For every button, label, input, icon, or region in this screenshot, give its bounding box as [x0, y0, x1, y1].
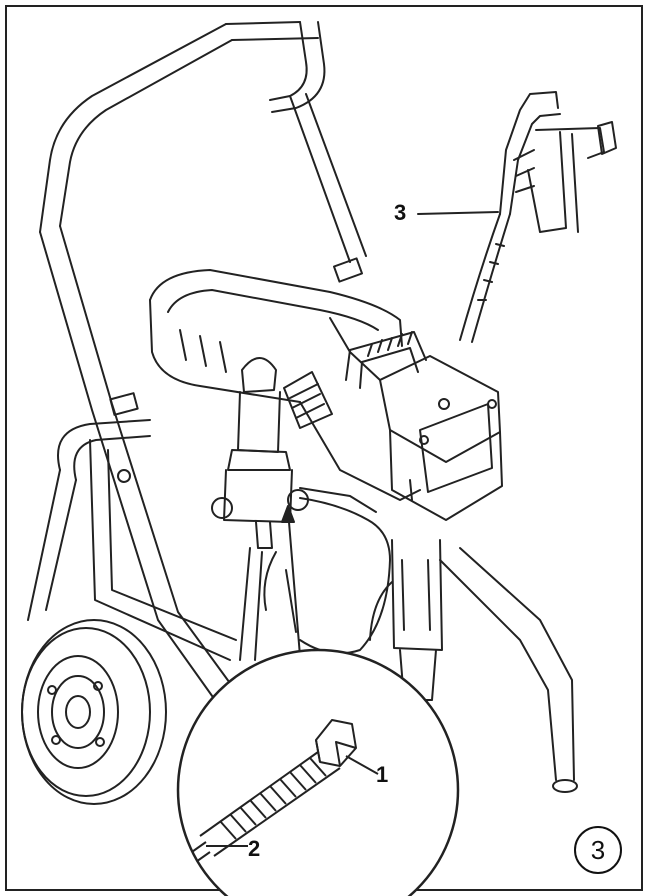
- cart-base-frame: [27, 419, 578, 793]
- callout-label-2: 2: [248, 836, 261, 861]
- carry-handle: [345, 331, 427, 389]
- spray-gun: [459, 91, 617, 343]
- callout-label-1: 1: [376, 762, 389, 787]
- figure-number-badge: 3: [574, 826, 622, 874]
- detail-view: [176, 648, 460, 896]
- control-box: [379, 355, 503, 521]
- leader-arrow: [281, 505, 301, 657]
- wheel: [21, 619, 167, 805]
- callout-3-leader: [417, 211, 499, 215]
- cart-handle: [39, 21, 367, 701]
- callout-label-3: 3: [394, 200, 407, 225]
- motor-housing: [149, 269, 421, 501]
